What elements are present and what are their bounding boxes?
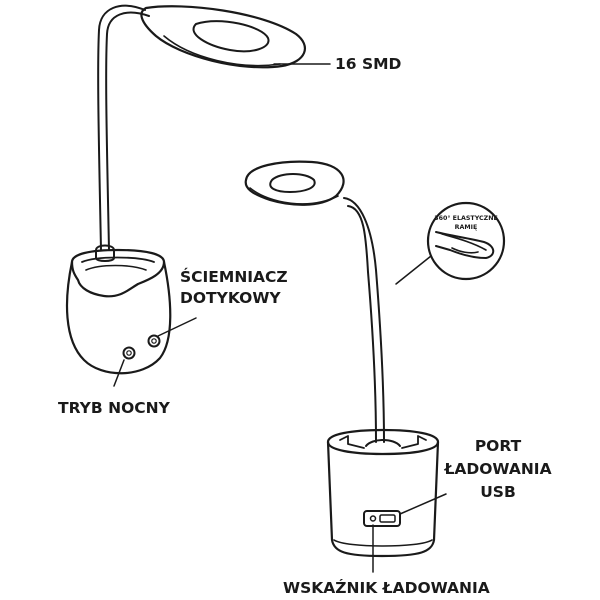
label-port-line3: USB <box>480 483 516 501</box>
label-16-smd: 16 SMD <box>335 55 402 73</box>
lamp-right-head <box>244 160 345 206</box>
lamp-left-base <box>65 248 172 375</box>
usb-port <box>379 514 396 523</box>
label-port-line2: ŁADOWANIA <box>443 460 551 478</box>
label-charge-indicator: WSKAŹNIK ŁADOWANIA <box>283 578 490 597</box>
arm-callout: 360° ELASTYCZNE RAMIĘ <box>395 201 506 285</box>
lamp-right-base <box>326 428 440 558</box>
lamp-left-neck <box>95 4 150 262</box>
label-port-line1: PORT <box>475 437 522 455</box>
charge-indicator-led <box>369 515 377 522</box>
dimmer-button <box>147 334 161 348</box>
arm-label-line1: 360° ELASTYCZNE <box>434 214 498 222</box>
lamp-left <box>65 4 307 375</box>
leader-night-mode <box>113 359 125 387</box>
lamp-right <box>244 160 440 558</box>
usb-port-panel <box>363 510 401 527</box>
leader-lines <box>113 63 447 573</box>
label-dimmer-line1: ŚCIEMNIACZ <box>180 267 288 286</box>
lamp-left-head <box>140 5 307 69</box>
leader-dimmer <box>157 317 197 337</box>
arm-label-line2: RAMIĘ <box>455 224 478 231</box>
night-mode-button <box>122 346 136 360</box>
label-dimmer-line2: DOTYKOWY <box>180 289 281 307</box>
lamp-right-neck <box>343 197 385 443</box>
label-night-mode: TRYB NOCNY <box>58 399 171 417</box>
leader-usb-port <box>399 493 447 515</box>
